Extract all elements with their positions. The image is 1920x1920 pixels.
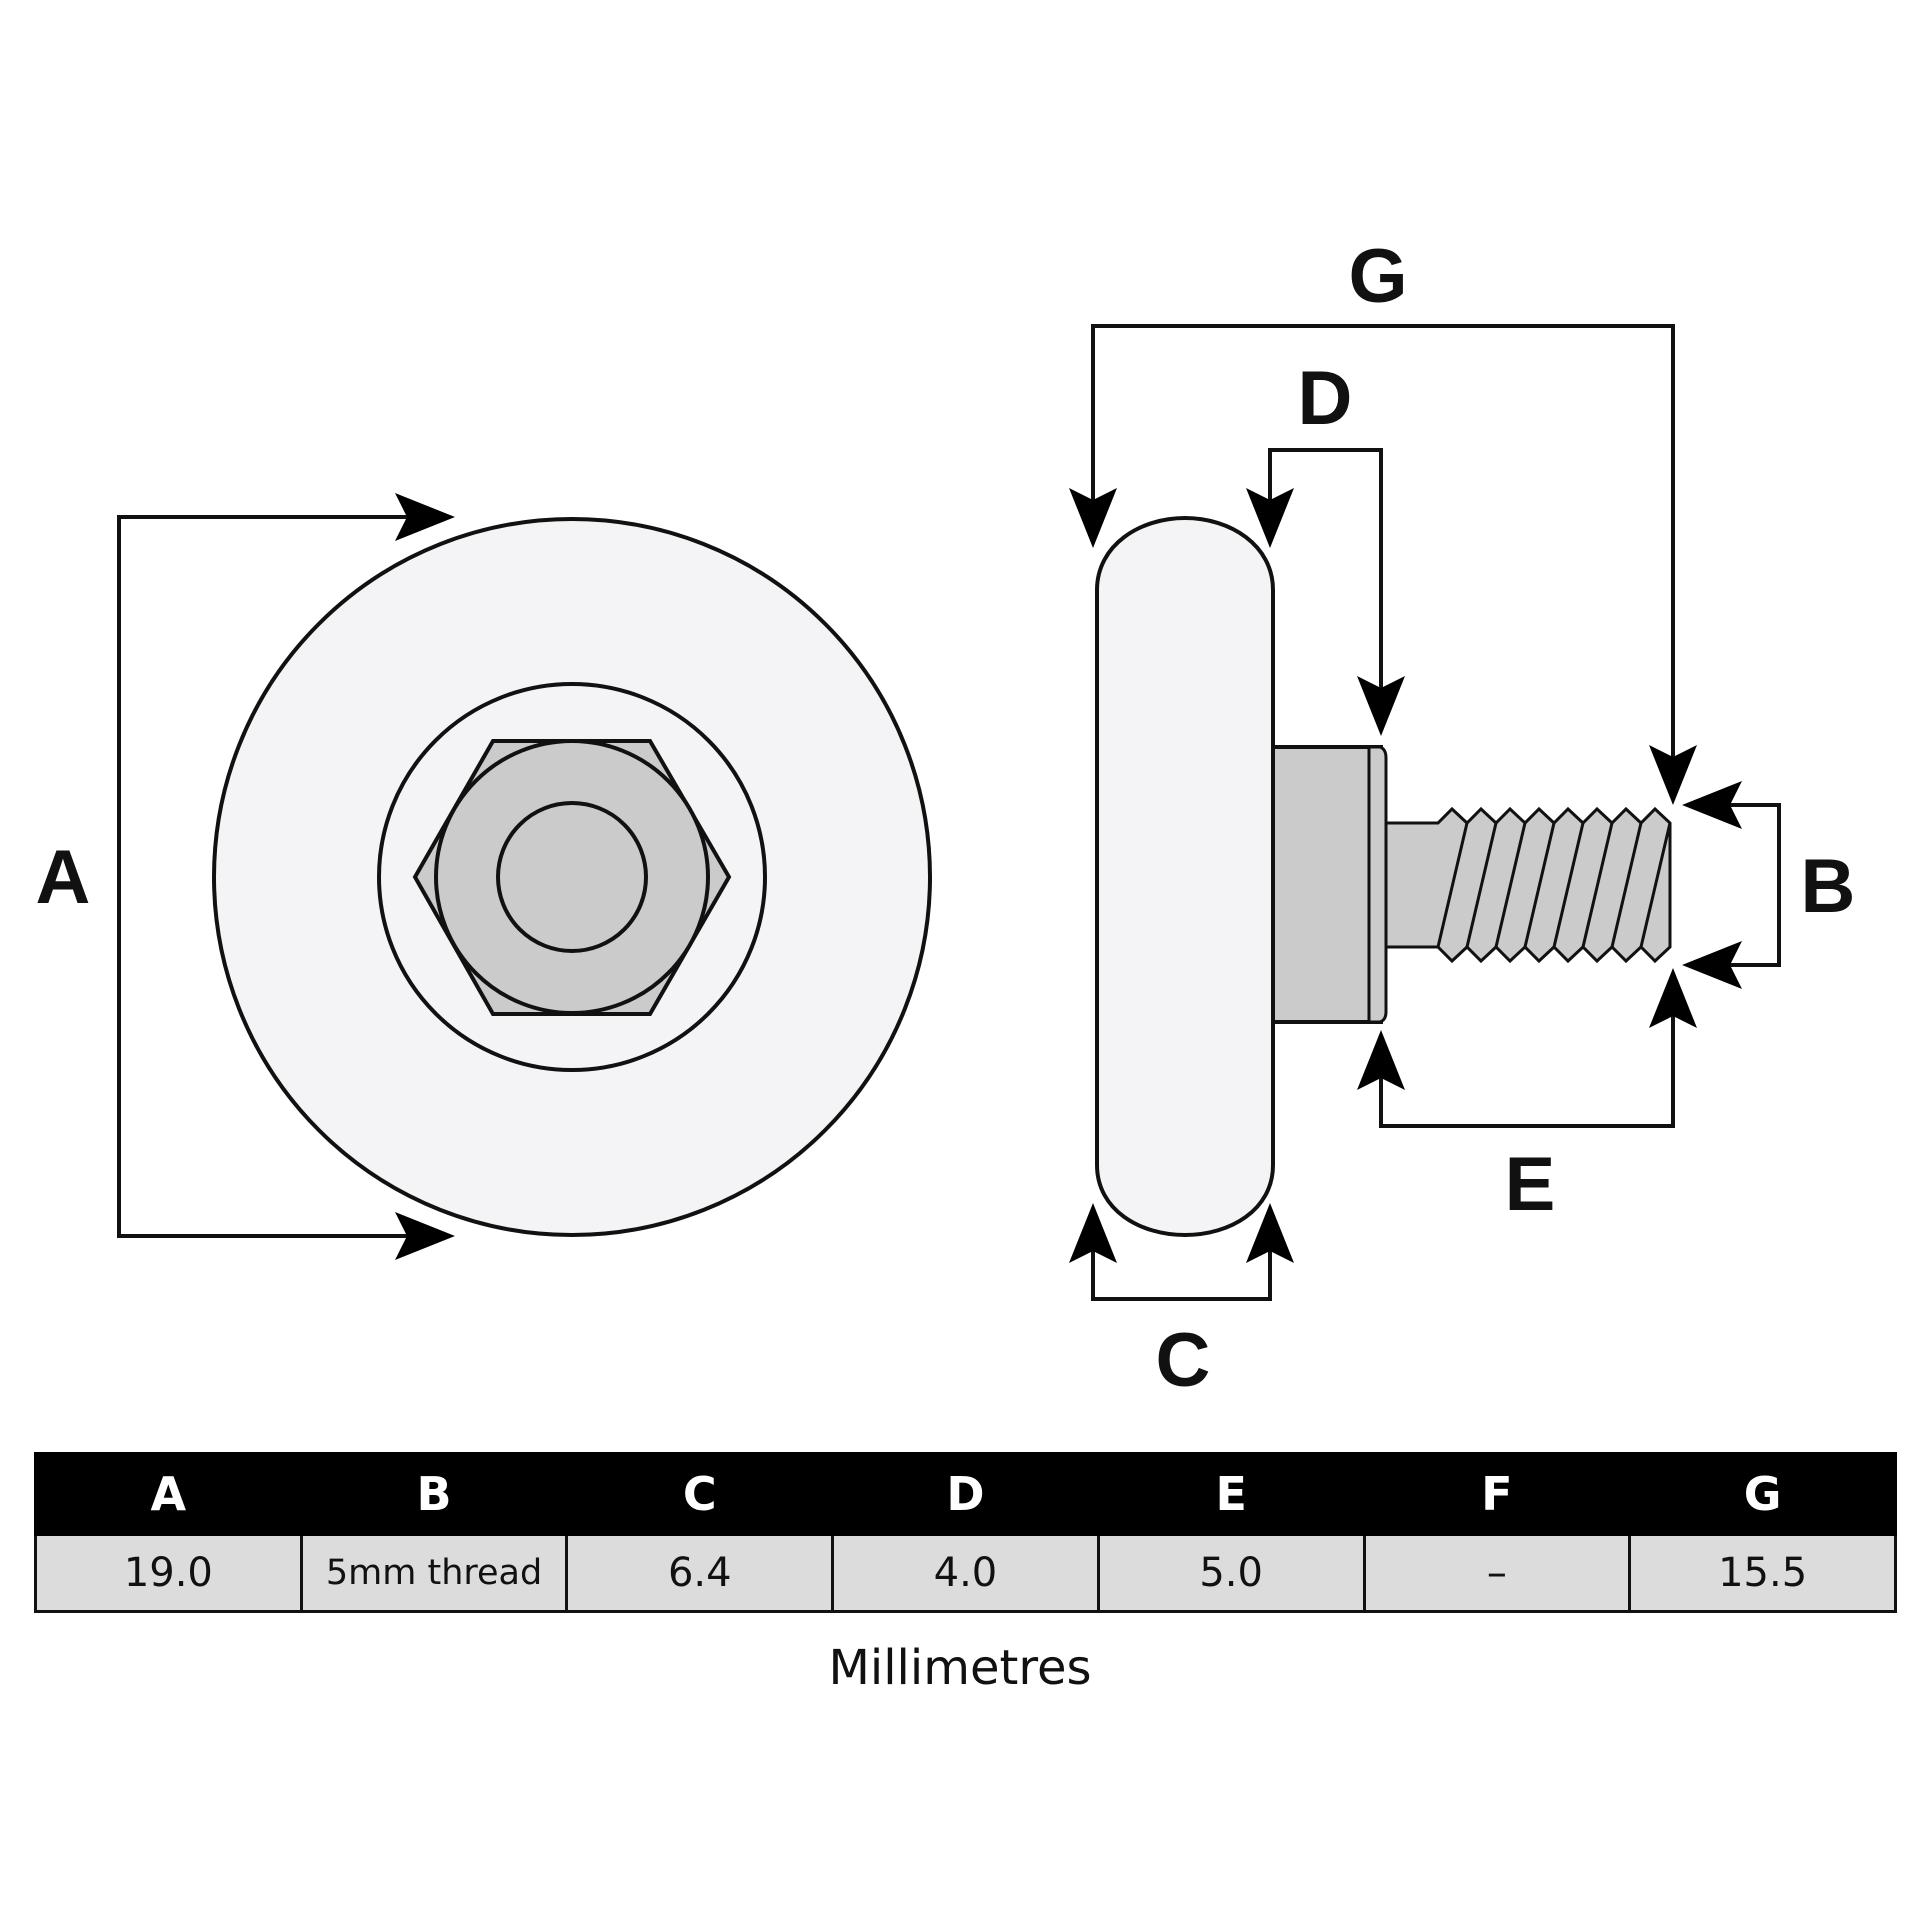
table-cell-a: 19.0 [34,1533,303,1613]
table-cell-d: 4.0 [831,1533,1100,1613]
arrow-down-icon [1649,745,1697,805]
dimension-e: E [1357,968,1697,1227]
axle-circle [496,801,648,953]
arrow-down-icon [1246,488,1294,548]
dimension-g-label: G [1348,234,1407,319]
table-header-d: D [831,1452,1100,1536]
dimension-d: D [1246,356,1405,736]
table-cell-c: 6.4 [565,1533,835,1613]
table-header-a: A [34,1452,303,1536]
table-cell-e: 5.0 [1096,1533,1366,1613]
hub-chamfer [1367,745,1388,1024]
arrow-left-icon [1682,941,1742,989]
dimension-d-label: D [1298,356,1353,441]
arrow-down-icon [1069,488,1117,548]
table-header-e: E [1096,1452,1366,1536]
arrow-up-icon [1357,1030,1405,1090]
side-view: G D C E B [1069,234,1855,1403]
dimension-c: C [1069,1203,1294,1403]
wheel-profile [1095,515,1275,1238]
table-cell-b: 5mm thread [299,1533,569,1613]
units-caption: Millimetres [828,1640,1092,1696]
arrow-left-icon [1682,781,1742,829]
dimension-a-label: A [36,835,91,920]
thread-lines [1436,822,1672,948]
arrow-up-icon [1649,968,1697,1028]
arrow-up-icon [1246,1203,1294,1263]
table-cell-f: – [1362,1533,1632,1613]
table-header-row: A B C D E F G [34,1452,1897,1536]
dimensions-table: A B C D E F G 19.0 5mm thread 6.4 4.0 5.… [34,1452,1897,1613]
front-view: A [36,493,932,1260]
table-header-g: G [1628,1452,1897,1536]
table-header-c: C [565,1452,835,1536]
dimension-e-label: E [1505,1142,1556,1227]
table-row: 19.0 5mm thread 6.4 4.0 5.0 – 15.5 [34,1533,1897,1613]
dimension-b: B [1682,781,1855,989]
table-cell-g: 15.5 [1628,1533,1897,1613]
arrow-right-icon [395,1212,455,1260]
dimension-c-label: C [1156,1318,1211,1403]
dimension-a: A [36,493,455,1260]
table-header-f: F [1362,1452,1632,1536]
table-header-b: B [299,1452,569,1536]
arrow-up-icon [1069,1203,1117,1263]
arrow-right-icon [395,493,455,541]
arrow-down-icon [1357,676,1405,736]
bearing-hub [1271,745,1383,1024]
dimension-b-label: B [1801,844,1856,929]
dimension-g: G [1069,234,1697,805]
